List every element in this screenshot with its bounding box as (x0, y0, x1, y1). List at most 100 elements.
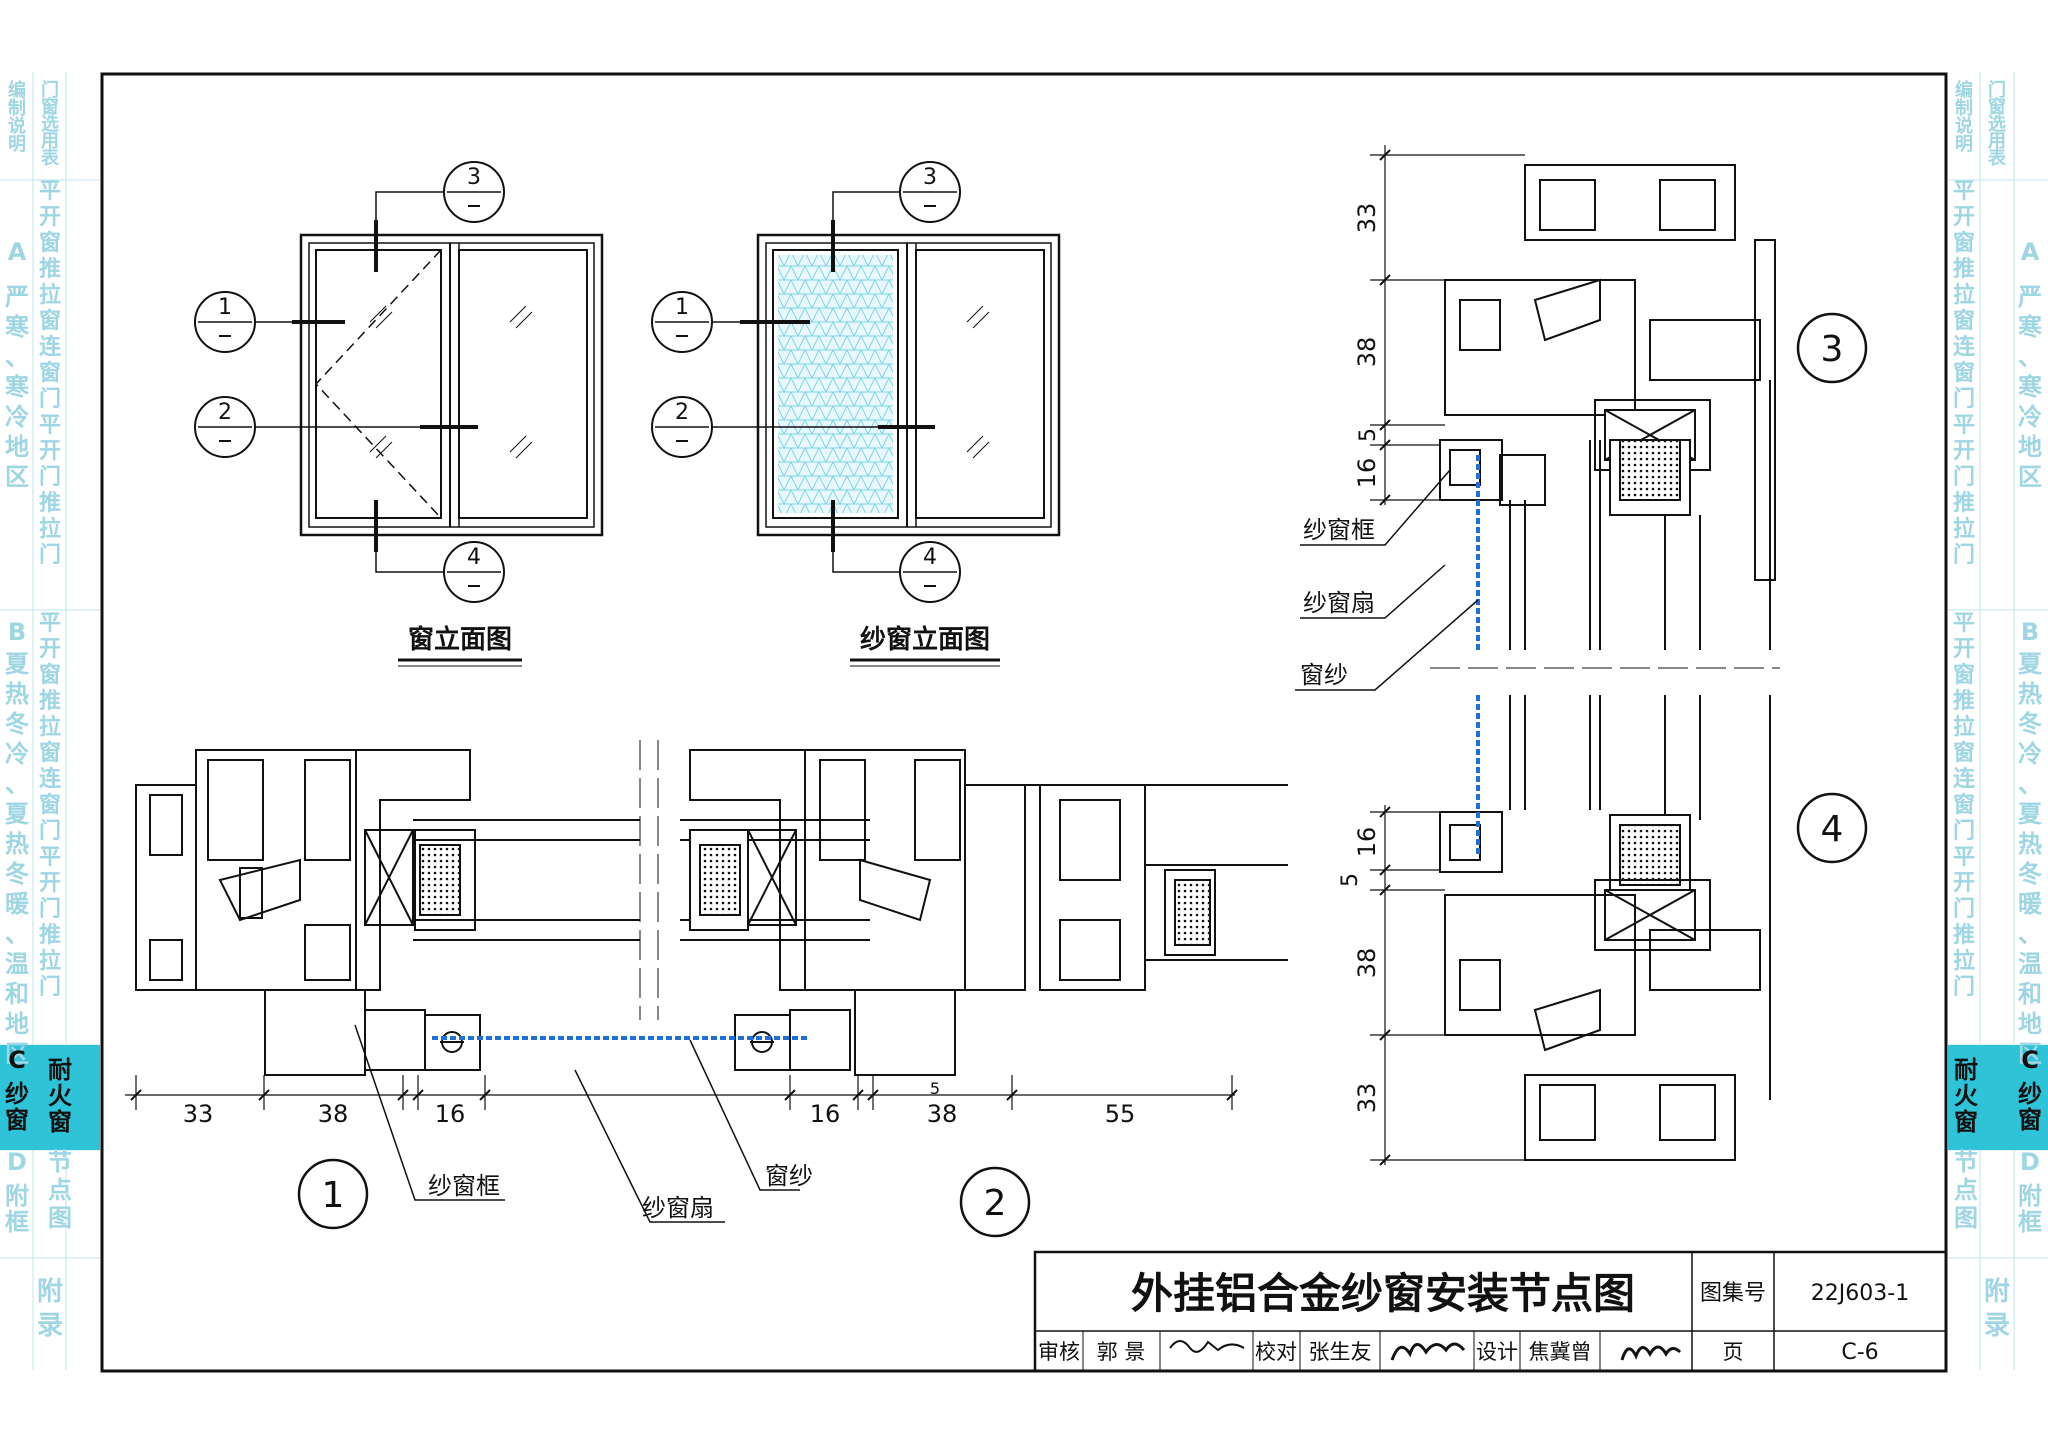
svg-text:火: 火 (48, 1082, 72, 1110)
side-tab-t11[interactable]: 耐火窗 (48, 1056, 72, 1136)
svg-text:窗: 窗 (1988, 96, 2006, 118)
svg-text:明: 明 (8, 134, 26, 155)
side-tab-t15[interactable]: 附录 (37, 1277, 63, 1341)
window-elevation (255, 191, 604, 573)
dimension-col-top (1370, 145, 1525, 506)
svg-text:热: 热 (2018, 830, 2042, 858)
dimension-row-bottom (125, 1075, 1238, 1110)
designer-name: 焦冀曾 (1529, 1340, 1592, 1364)
svg-text:夏: 夏 (2018, 800, 2043, 828)
side-tab-right-t13[interactable]: 附框 (2018, 1182, 2042, 1236)
tab-active-left[interactable] (0, 1045, 100, 1150)
side-tab-t3[interactable]: A (8, 238, 27, 266)
page-number: C-6 (1841, 1340, 1878, 1365)
svg-text:纱: 纱 (5, 1080, 29, 1108)
svg-text:开: 开 (1953, 871, 1975, 896)
svg-text:4: 4 (467, 545, 481, 570)
svg-text:用: 用 (41, 131, 59, 152)
drawing-title: 外挂铝合金纱窗安装节点图 (1131, 1269, 1635, 1318)
svg-text:窗: 窗 (1953, 662, 1975, 688)
marker-3-left: 3 (443, 161, 505, 223)
side-tab-t10[interactable]: 纱窗 (5, 1080, 29, 1134)
svg-text:平: 平 (1953, 611, 1975, 636)
svg-text:冬: 冬 (5, 860, 29, 888)
svg-text:窗: 窗 (1953, 230, 1975, 256)
svg-text:门: 门 (1953, 542, 1975, 568)
dim-5-h: 5 (930, 1079, 940, 1098)
elevation-title-left: 窗立面图 (408, 624, 512, 655)
side-tab-right-t14[interactable]: 节点图 (1954, 1148, 1978, 1232)
side-tab-t13[interactable]: 附框 (5, 1182, 29, 1236)
side-tab-t6[interactable]: B (8, 618, 26, 646)
screen-mesh (778, 255, 893, 513)
reviewer-signature (1169, 1340, 1245, 1353)
side-tab-t12[interactable]: D (7, 1148, 27, 1176)
marker-1-left: 1 (194, 291, 256, 353)
review-label: 审核 (1038, 1340, 1080, 1364)
svg-text:、: 、 (5, 343, 29, 371)
svg-text:区: 区 (2018, 463, 2042, 491)
tab-active-right[interactable] (1948, 1045, 2048, 1150)
svg-text:窗: 窗 (5, 1106, 29, 1134)
side-tab-right-t9[interactable]: C (2021, 1046, 2039, 1074)
svg-text:D: D (2020, 1148, 2040, 1176)
svg-text:3: 3 (923, 165, 937, 190)
dim-16-h2: 16 (810, 1100, 841, 1128)
svg-text:、: 、 (2018, 770, 2042, 798)
side-tab-right-t11[interactable]: 耐火窗 (1954, 1056, 1978, 1136)
svg-text:和: 和 (2018, 980, 2042, 1008)
side-tab-right-t6[interactable]: B (2021, 618, 2039, 646)
svg-text:严: 严 (5, 283, 29, 311)
designer-signature (1620, 1345, 1682, 1361)
svg-text:火: 火 (1954, 1082, 1978, 1110)
side-tab-right-t12[interactable]: D (2020, 1148, 2040, 1176)
svg-text:开: 开 (1953, 439, 1975, 464)
svg-text:平: 平 (1953, 179, 1975, 204)
svg-text:冷: 冷 (5, 403, 29, 431)
svg-text:平: 平 (39, 179, 61, 204)
marker-2-left: 2 (194, 396, 256, 458)
svg-text:门: 门 (39, 818, 61, 844)
svg-text:拉: 拉 (39, 714, 61, 740)
svg-text:录: 录 (37, 1311, 63, 1341)
side-tab-t14[interactable]: 节点图 (48, 1148, 72, 1232)
svg-text:附: 附 (1984, 1277, 2010, 1307)
svg-text:拉: 拉 (39, 282, 61, 308)
svg-text:暖: 暖 (2018, 890, 2043, 918)
svg-text:夏: 夏 (2018, 650, 2043, 678)
svg-text:暖: 暖 (5, 890, 30, 918)
detail-marker-3: 3 (1796, 312, 1868, 384)
detail-marker-1: 1 (297, 1158, 369, 1230)
dim-38-v-bot: 38 (1353, 948, 1381, 979)
svg-text:冬: 冬 (2018, 860, 2042, 888)
side-tab-right-t10[interactable]: 纱窗 (2018, 1080, 2042, 1134)
svg-text:窗: 窗 (39, 740, 61, 766)
svg-text:门: 门 (1953, 896, 1975, 922)
svg-text:平: 平 (39, 845, 61, 870)
svg-text:窗: 窗 (39, 230, 61, 256)
checker-signature (1390, 1342, 1466, 1361)
dim-55-h: 55 (1105, 1100, 1136, 1128)
svg-text:附: 附 (5, 1182, 29, 1210)
side-tab-right-t3[interactable]: A (2021, 238, 2040, 266)
svg-text:门: 门 (1953, 818, 1975, 844)
side-tab-t9[interactable]: C (8, 1046, 26, 1074)
svg-text:推: 推 (39, 257, 61, 282)
side-tab-right-t15[interactable]: 附录 (1984, 1277, 2010, 1341)
detail-marker-4: 4 (1796, 792, 1868, 864)
svg-text:4: 4 (1821, 809, 1844, 850)
svg-text:点: 点 (1954, 1176, 1978, 1204)
